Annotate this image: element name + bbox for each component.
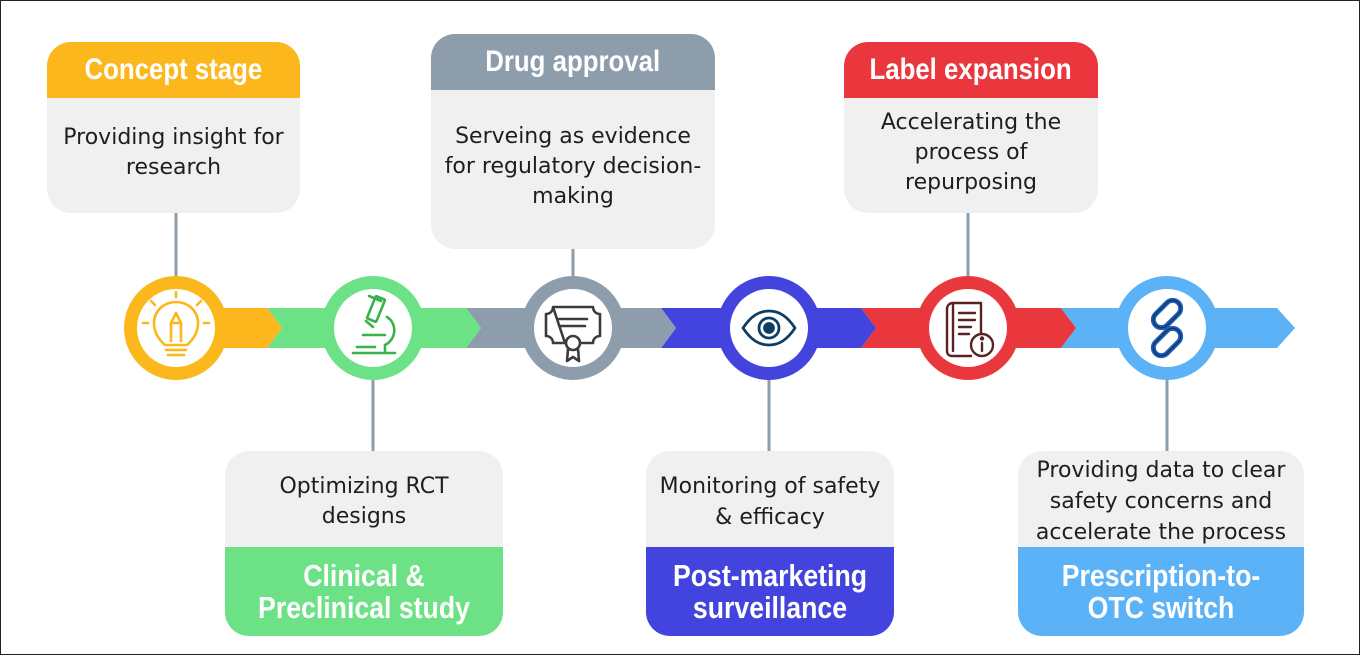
card-title: Label expansion (844, 42, 1098, 98)
card-description: Monitoring of safety & efficacy (659, 473, 881, 530)
microscope-icon (351, 294, 397, 355)
card-title: Drug approval (431, 34, 715, 90)
card-description: Accelerating the process of repurposing (880, 109, 1062, 195)
card-concept-stage: Concept stage Providing insight for rese… (47, 42, 300, 213)
card-description: Serveing as evidence for regulatory deci… (444, 123, 702, 209)
certificate-icon (544, 305, 602, 363)
card-otc-switch: Providing data to clear safety concerns … (1018, 451, 1304, 636)
card-title: Post-marketing surveillance (646, 547, 894, 636)
card-post-marketing: Monitoring of safety & efficacy Post-mar… (646, 451, 894, 636)
card-label-expansion: Label expansion Accelerating the process… (844, 42, 1098, 213)
book-info-icon (945, 301, 995, 358)
node-otc (1115, 276, 1219, 380)
card-description: Optimizing RCT designs (279, 473, 449, 529)
card-title: Concept stage (47, 42, 300, 98)
node-concept (124, 276, 228, 380)
card-drug-approval: Drug approval Serveing as evidence for r… (431, 34, 715, 249)
node-approval (521, 276, 625, 380)
eye-icon (741, 309, 797, 347)
card-description: Providing insight for research (63, 124, 284, 180)
card-description: Providing data to clear safety concerns … (1035, 458, 1287, 545)
card-clinical-study: Optimizing RCT designs Clinical & Precli… (225, 451, 503, 636)
node-postmarket (717, 276, 821, 380)
node-label (916, 276, 1020, 380)
node-clinical (321, 276, 425, 380)
card-title: Prescription-to-OTC switch (1018, 547, 1304, 636)
lightbulb-pencil-icon (141, 290, 211, 357)
card-title: Clinical & Preclinical study (225, 547, 503, 636)
